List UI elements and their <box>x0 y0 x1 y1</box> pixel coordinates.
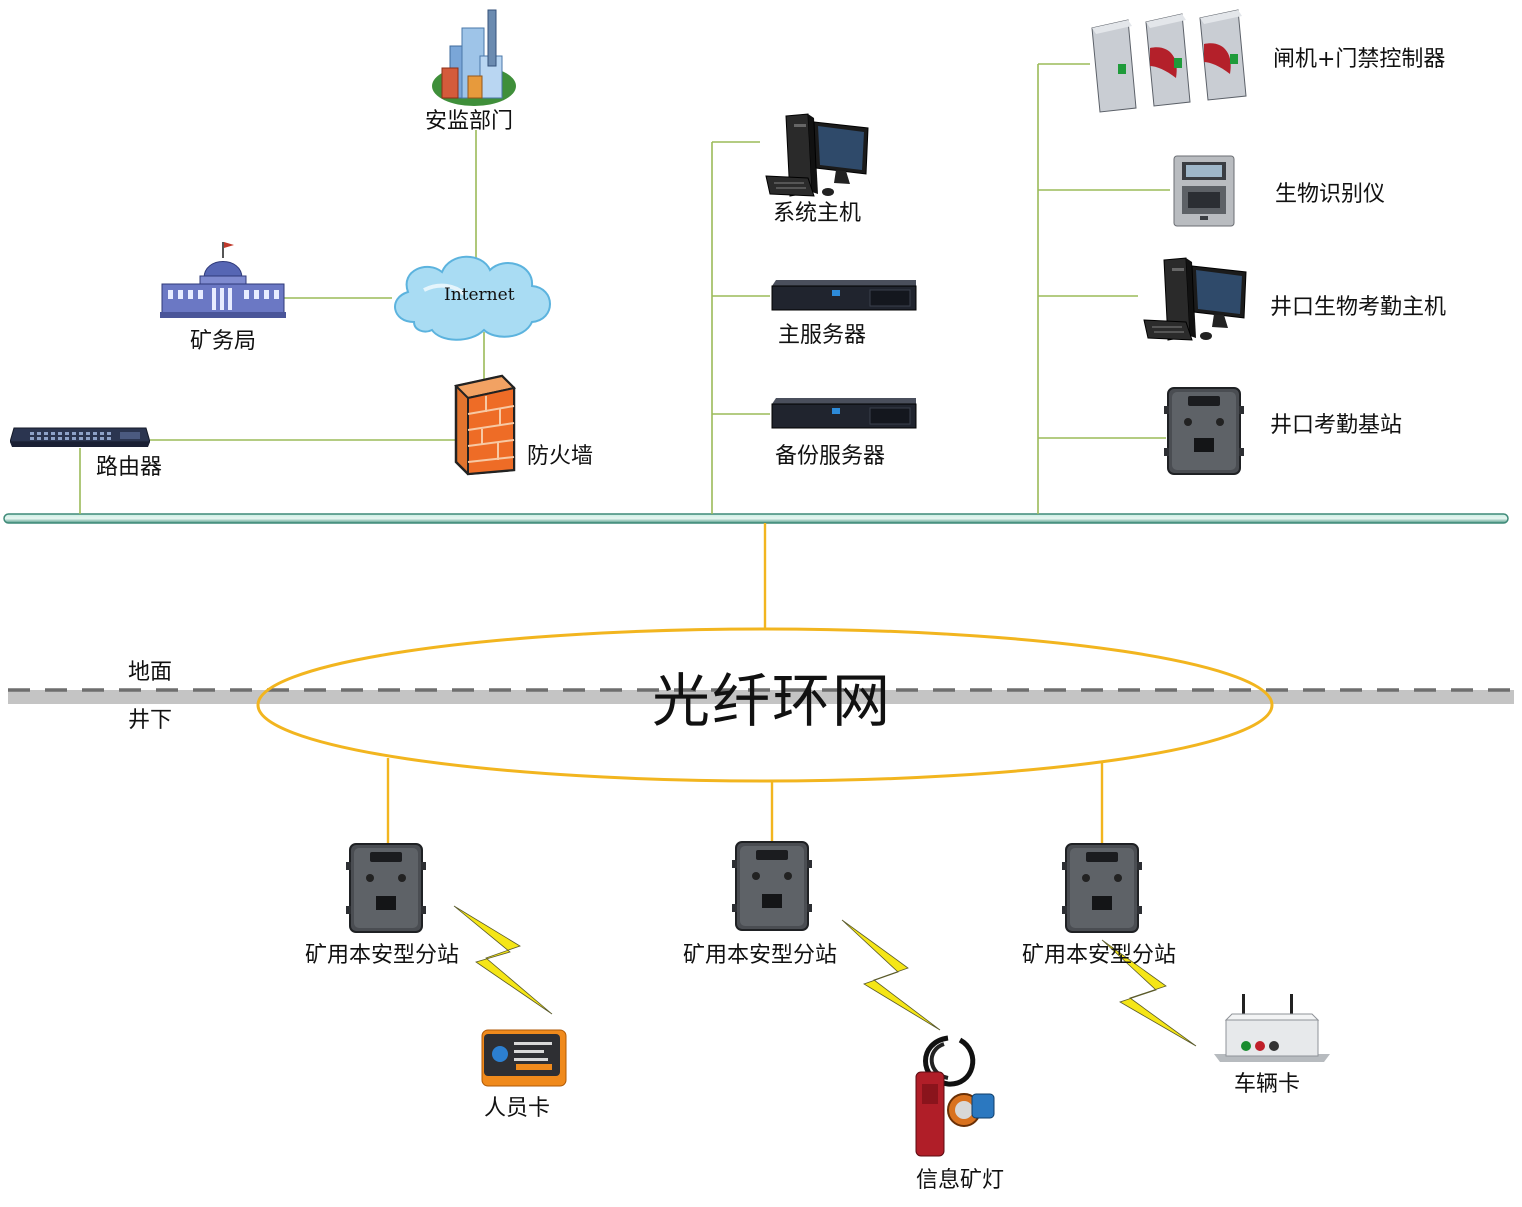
substation-3-icon <box>1062 843 1142 933</box>
main-server-icon <box>771 280 917 311</box>
government-building-icon <box>160 242 286 318</box>
fiber-ring-title: 光纤环网 <box>652 667 893 735</box>
fiber-ring-links <box>256 523 1274 846</box>
attendance-base-station-icon <box>1164 387 1244 475</box>
gate-controller-label: 闸机+门禁控制器 <box>1273 47 1446 72</box>
backup-server-label: 备份服务器 <box>775 444 886 469</box>
attendance-station-label: 井口考勤基站 <box>1270 413 1403 438</box>
main-server-label: 主服务器 <box>778 323 867 348</box>
attendance-host-computer-icon <box>1143 257 1247 341</box>
firewall-label: 防火墙 <box>527 444 594 469</box>
internet-cloud-icon <box>394 255 551 341</box>
building-icon <box>432 9 516 106</box>
substation-2-icon <box>732 841 812 931</box>
vehicle-card-icon <box>1214 994 1330 1062</box>
mining-bureau-label: 矿务局 <box>190 329 257 354</box>
system-host-label: 系统主机 <box>773 201 862 226</box>
ground-separator <box>8 690 1514 704</box>
ground-label: 地面 <box>128 660 173 685</box>
vehicle-card-label: 车辆卡 <box>1234 1072 1301 1097</box>
turnstile-gate-icon <box>1091 9 1247 113</box>
router-icon <box>10 427 150 447</box>
substation-1-icon <box>346 843 426 933</box>
safety-dept-label: 安监部门 <box>425 109 514 134</box>
mining-lamp-icon <box>915 1035 995 1157</box>
wireless-bolts <box>453 905 1197 1047</box>
biometric-reader-icon <box>1173 155 1235 227</box>
backup-server-icon <box>771 398 917 429</box>
substation-1-label: 矿用本安型分站 <box>305 943 460 968</box>
desktop-computer-icon <box>765 113 869 197</box>
info-lamp-label: 信息矿灯 <box>916 1168 1005 1193</box>
substation-3-label: 矿用本安型分站 <box>1022 943 1177 968</box>
underground-label: 井下 <box>128 708 173 733</box>
personnel-card-label: 人员卡 <box>484 1096 551 1121</box>
ethernet-bus <box>3 513 1509 524</box>
personnel-card-icon <box>481 1029 567 1087</box>
substation-2-label: 矿用本安型分站 <box>683 943 838 968</box>
router-label: 路由器 <box>96 455 163 480</box>
firewall-icon <box>453 374 517 476</box>
biometric-label: 生物识别仪 <box>1275 182 1386 207</box>
attendance-host-label: 井口生物考勤主机 <box>1270 295 1447 320</box>
ethernet-links <box>79 63 1170 514</box>
internet-label: Internet <box>444 285 515 305</box>
